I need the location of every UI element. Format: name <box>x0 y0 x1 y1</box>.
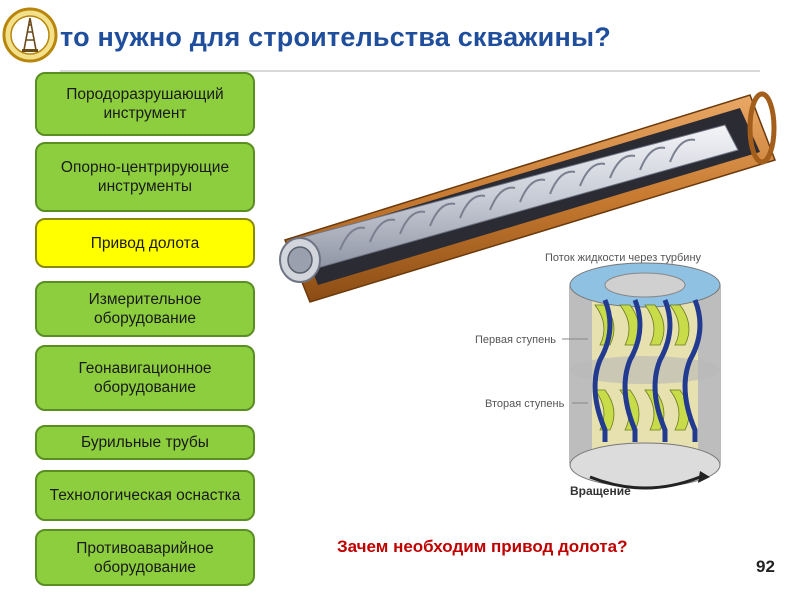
department-logo <box>2 7 58 63</box>
menu-item-centralizing-tools[interactable]: Опорно-центрирующие инструменты <box>35 142 255 212</box>
stage1-label: Первая ступень <box>475 334 556 346</box>
flow-label: Поток жидкости через турбину <box>545 252 702 264</box>
page-number: 92 <box>756 557 775 576</box>
turbine-diagram: Поток жидкости через турбину Первая ступ… <box>475 252 721 498</box>
stage2-label: Вторая ступень <box>485 398 565 410</box>
menu-item-bit-drive[interactable]: Привод долота <box>35 218 255 268</box>
question-text: Зачем необходим привод долота? <box>337 537 628 556</box>
downhole-motor-illustration <box>279 91 777 303</box>
menu-item-geonavigation-equipment[interactable]: Геонавигационное оборудование <box>35 345 255 411</box>
menu-item-process-equipment[interactable]: Технологическая оснастка <box>35 470 255 521</box>
menu-item-measurement-equipment[interactable]: Измерительное оборудование <box>35 281 255 337</box>
menu-item-drill-pipes[interactable]: Бурильные трубы <box>35 425 255 460</box>
menu-item-rock-cutting-tools[interactable]: Породоразрушающий инструмент <box>35 72 255 136</box>
title-underline <box>60 70 760 72</box>
menu-item-emergency-equipment[interactable]: Противоаварийное оборудование <box>35 529 255 586</box>
page-title: то нужно для строительства скважины? <box>60 22 611 52</box>
rotation-label: Вращение <box>570 484 631 498</box>
